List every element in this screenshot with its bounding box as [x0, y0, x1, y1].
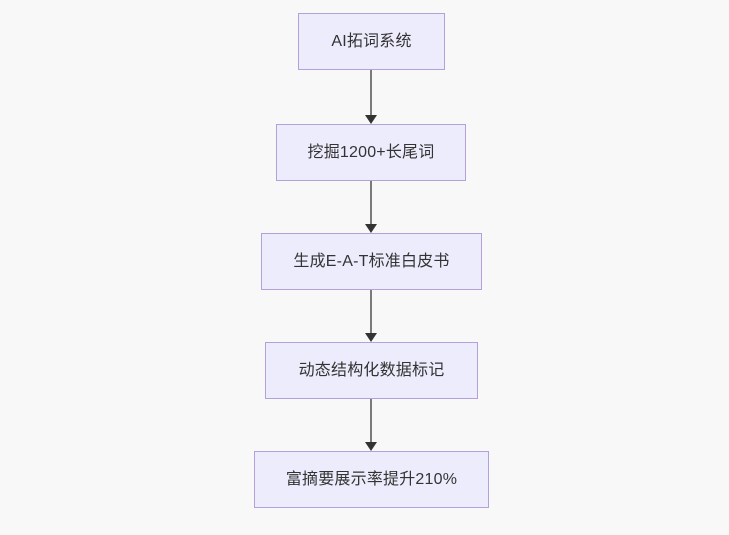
- flow-node-mine-longtail-keywords[interactable]: 挖掘1200+长尾词: [276, 124, 466, 181]
- flow-node-label: 富摘要展示率提升210%: [285, 470, 458, 488]
- flow-node-dynamic-structured-data[interactable]: 动态结构化数据标记: [265, 342, 478, 399]
- flow-node-rich-snippet-uplift[interactable]: 富摘要展示率提升210%: [254, 451, 489, 508]
- arrowhead-icon: [365, 442, 377, 451]
- flow-node-label: 生成E-A-T标准白皮书: [293, 252, 450, 270]
- edge-line: [370, 181, 372, 225]
- edge-line: [370, 399, 372, 443]
- flow-node-generate-eat-whitepaper[interactable]: 生成E-A-T标准白皮书: [261, 233, 482, 290]
- edge-line: [370, 70, 372, 116]
- flow-node-label: AI拓词系统: [331, 32, 412, 50]
- arrowhead-icon: [365, 333, 377, 342]
- flow-node-label: 挖掘1200+长尾词: [307, 143, 435, 161]
- arrowhead-icon: [365, 224, 377, 233]
- flow-node-label: 动态结构化数据标记: [298, 361, 445, 379]
- arrowhead-icon: [365, 115, 377, 124]
- edge-line: [370, 290, 372, 334]
- flow-node-ai-keyword-system[interactable]: AI拓词系统: [298, 13, 445, 70]
